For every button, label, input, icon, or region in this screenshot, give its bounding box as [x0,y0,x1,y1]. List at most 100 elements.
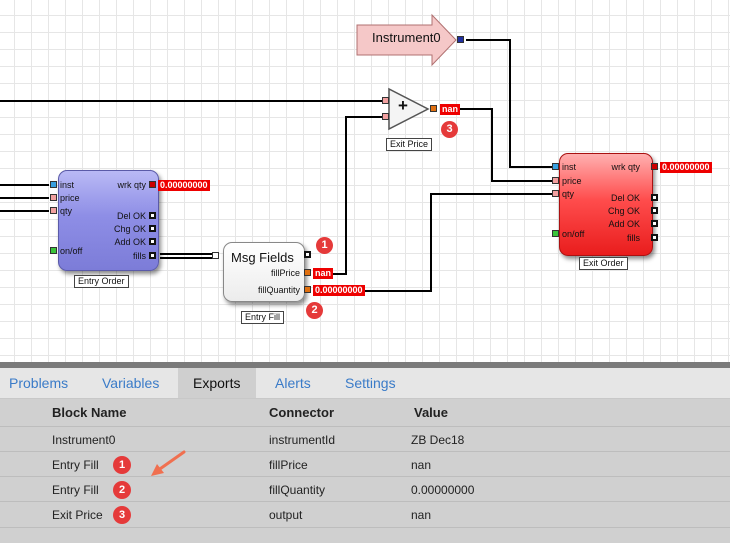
entry-fills-port[interactable] [149,252,156,259]
exit-delok-port[interactable] [651,194,658,201]
wire-fillqty-exit-qty [363,193,556,292]
entry-fill-caption: Entry Fill [241,311,285,324]
row-connector: instrumentId [269,433,336,447]
tab-problems[interactable]: Problems [9,375,69,391]
exit-price-label: price [562,176,582,186]
row-block-name: Exit Price [52,508,103,522]
exit-addok-port[interactable] [651,220,658,227]
badge-1-table: 1 [113,456,131,474]
fillprice-label: fillPrice [270,268,300,278]
badge-2-table: 2 [113,481,131,499]
exit-wrkqty-value: 0.00000000 [660,162,712,173]
tab-settings[interactable]: Settings [345,375,396,391]
row-block-name: Entry Fill [52,483,99,497]
exit-order-caption: Exit Order [579,257,628,270]
entry-price-label: price [60,193,80,203]
entry-onoff-port[interactable] [50,247,57,254]
table-row[interactable]: Entry Fill 2 fillQuantity 0.00000000 [0,476,730,502]
exit-inst-port[interactable] [552,163,559,170]
exit-inst-label: inst [562,162,577,172]
adder-plus-symbol: + [398,96,408,115]
fillquantity-label: fillQuantity [257,285,300,295]
instrument-block-shape [356,13,457,67]
adder-output-value: nan [440,104,461,115]
annotation-arrow-icon [151,450,186,476]
badge-3-table: 3 [113,506,131,524]
row-block-name: Instrument0 [52,433,116,447]
badge-2-canvas: 2 [306,302,323,319]
panel-splitter[interactable] [0,362,730,368]
table-row[interactable]: Exit Price 3 output nan [0,501,730,528]
row-connector: fillPrice [269,458,308,472]
fillquantity-value: 0.00000000 [313,285,365,296]
tab-exports[interactable]: Exports [178,368,256,398]
entry-qty-port[interactable] [50,207,57,214]
entry-addok-port[interactable] [149,238,156,245]
table-row[interactable]: Instrument0 instrumentId ZB Dec18 [0,426,730,452]
adder-input-port-2[interactable] [382,113,389,120]
panel-tab-bar: Problems Variables Exports Alerts Settin… [0,368,730,399]
table-row[interactable]: Entry Fill 1 fillPrice nan [0,451,730,477]
instrument-block[interactable]: Instrument0 [356,17,466,67]
exports-table: Block Name Connector Value Instrument0 i… [0,399,730,543]
wires-layer [0,13,556,292]
wire-fillprice-adder [331,116,385,275]
adder-output-port[interactable] [430,105,437,112]
fillprice-value: nan [313,268,334,279]
adder-triangle [388,87,430,131]
fillprice-port[interactable] [304,269,311,276]
exit-fills-port[interactable] [651,234,658,241]
badge-1-canvas: 1 [316,237,333,254]
exit-onoff-label: on/off [562,229,585,239]
wire-instrument-exit-inst [466,39,556,168]
entry-price-port[interactable] [50,194,57,201]
column-header-value: Value [414,405,448,420]
row-value: nan [411,458,432,472]
exit-chgok-port[interactable] [651,207,658,214]
msg-fields-block[interactable]: Msg Fields [223,242,305,302]
entry-addok-label: Add OK [114,237,146,247]
entry-order-caption: Entry Order [74,275,129,288]
exit-order-block[interactable] [559,153,653,256]
row-value: 0.00000000 [411,483,475,497]
column-header-block-name: Block Name [52,405,127,420]
tab-variables[interactable]: Variables [102,375,160,391]
entry-inst-label: inst [60,180,75,190]
entry-fills-label: fills [133,251,146,261]
msgfields-input-port[interactable] [212,252,219,259]
entry-onoff-label: on/off [60,246,83,256]
entry-order-block[interactable] [58,170,159,271]
exit-delok-label: Del OK [610,193,640,203]
exit-wrkqty-port[interactable] [651,163,658,170]
entry-inst-port[interactable] [50,181,57,188]
msg-fields-title: Msg Fields [231,250,294,265]
strategy-canvas[interactable]: Instrument0 + nan 3 Exit Price inst pric… [0,0,730,362]
entry-chgok-port[interactable] [149,225,156,232]
entry-delok-label: Del OK [116,211,146,221]
entry-wrkqty-port[interactable] [149,181,156,188]
entry-delok-port[interactable] [149,212,156,219]
row-block-name: Entry Fill [52,458,99,472]
exit-wrkqty-label: wrk qty [611,162,640,172]
adder-input-port-1[interactable] [382,97,389,104]
msgfields-top-port[interactable] [304,251,311,258]
exit-chgok-label: Chg OK [607,206,640,216]
exit-qty-port[interactable] [552,190,559,197]
row-connector: output [269,508,303,522]
instrument-output-port[interactable] [457,36,464,43]
exit-fills-label: fills [627,233,640,243]
column-header-connector: Connector [269,405,334,420]
exit-addok-label: Add OK [608,219,640,229]
entry-wrkqty-label: wrk qty [117,180,146,190]
badge-3-canvas: 3 [441,121,458,138]
wire-adder-exit-price [440,108,556,182]
exit-onoff-port[interactable] [552,230,559,237]
exit-price-caption: Exit Price [386,138,433,151]
tab-alerts[interactable]: Alerts [275,375,311,391]
exit-price-port[interactable] [552,177,559,184]
fillquantity-port[interactable] [304,286,311,293]
exit-qty-label: qty [562,189,575,199]
row-value: nan [411,508,432,522]
row-value: ZB Dec18 [411,433,465,447]
entry-wrkqty-value: 0.00000000 [158,180,210,191]
